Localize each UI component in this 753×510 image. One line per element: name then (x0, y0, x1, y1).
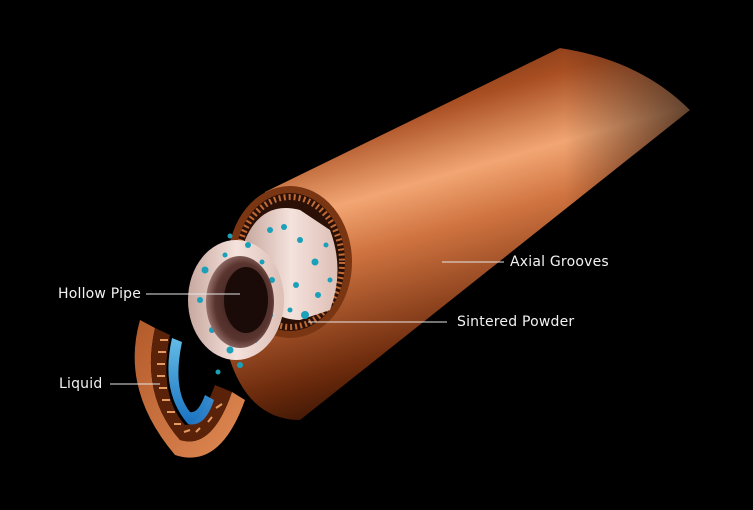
liquid-layer (168, 338, 214, 425)
front-cut-shell (134, 320, 245, 458)
label-hollow-pipe: Hollow Pipe (58, 286, 142, 302)
label-sintered-powder: Sintered Powder (457, 314, 575, 330)
groove-ring (235, 194, 345, 330)
label-axial-grooves: Axial Grooves (510, 254, 609, 270)
groove-teeth (157, 339, 223, 433)
leader-lines (110, 261, 504, 385)
powder-dots (197, 224, 333, 375)
label-liquid: Liquid (59, 376, 103, 392)
hollow-pipe-bore (206, 256, 274, 348)
